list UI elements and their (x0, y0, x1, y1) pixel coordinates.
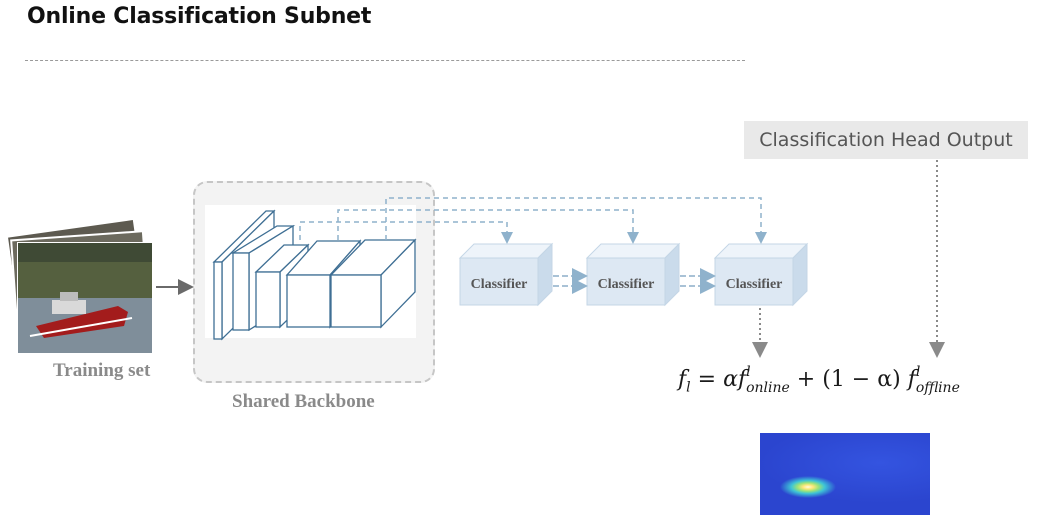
classifier-1 (458, 242, 554, 307)
eq-lhs-sub: l (686, 379, 691, 396)
classifier-chain-arrows (553, 268, 716, 294)
eq-plus: + (796, 367, 816, 392)
conv-layer-5 (329, 238, 417, 329)
response-heatmap-icon (760, 433, 930, 515)
classifier-3 (713, 242, 809, 307)
classifier-label-2: Classifier (598, 277, 655, 292)
training-set-label: Training set (53, 360, 151, 381)
slide-title: Online Classification Subnet (27, 4, 372, 29)
eq-offline-sub: offline (915, 380, 960, 396)
title-divider (25, 60, 745, 61)
eq-alpha: α (723, 367, 738, 392)
eq-lhs: f (678, 367, 687, 392)
training-images-icon (5, 217, 153, 354)
eq-equals: = (697, 367, 717, 392)
classification-head-output-box: Classification Head Output (744, 121, 1028, 159)
classifier-label-3: Classifier (726, 277, 783, 292)
feature-connectors (299, 197, 767, 244)
eq-one-minus-alpha: (1 − α) (822, 367, 901, 392)
backbone-layers (212, 209, 417, 341)
classifier-label-1: Classifier (471, 277, 528, 292)
eq-offline-sup: l (915, 364, 921, 380)
shared-backbone-label: Shared Backbone (232, 391, 375, 412)
classifier-2 (585, 242, 681, 307)
eq-online-sup: l (746, 364, 751, 380)
eq-online-sub: online (746, 380, 790, 396)
